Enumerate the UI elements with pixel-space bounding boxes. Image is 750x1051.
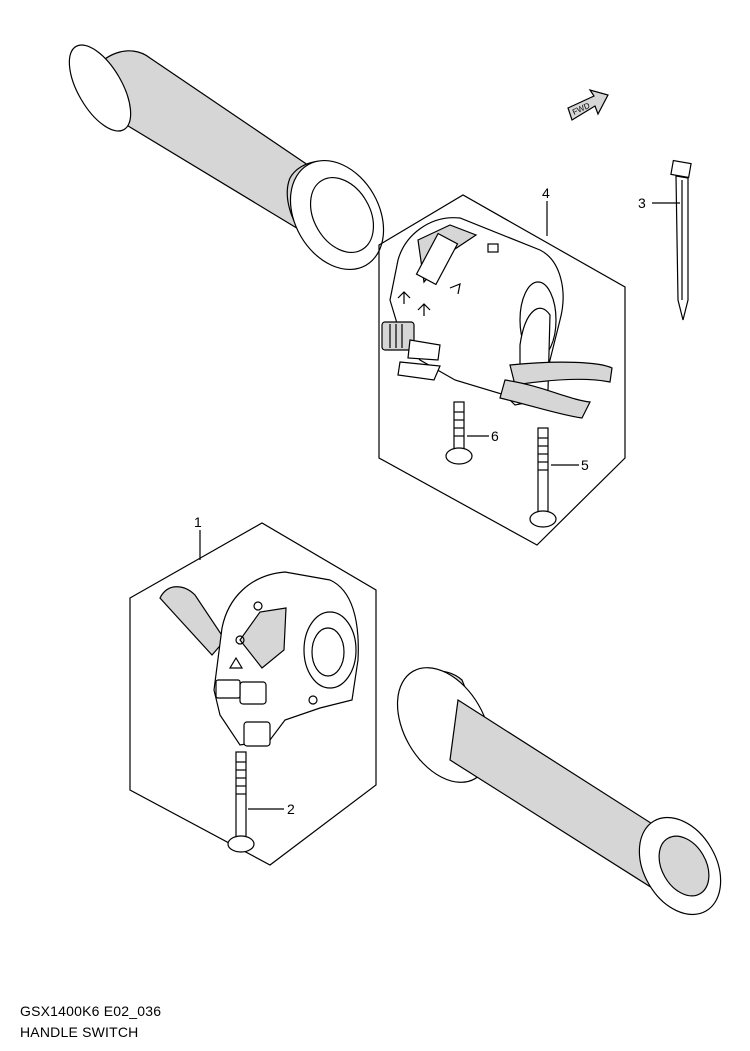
left-switch-group: 1 xyxy=(129,514,377,866)
fwd-arrow-icon: FWD xyxy=(567,88,609,121)
diagram-title: HANDLE SWITCH xyxy=(20,1024,139,1040)
right-switch-group: 4 xyxy=(378,185,626,546)
left-grip xyxy=(68,44,385,271)
callout-1: 1 xyxy=(194,514,202,530)
screw-6 xyxy=(445,401,473,465)
screw-5 xyxy=(529,427,557,528)
cable-tie xyxy=(670,159,692,321)
right-grip xyxy=(396,667,722,916)
callout-2: 2 xyxy=(287,801,295,817)
callout-4: 4 xyxy=(542,185,550,201)
callout-3: 3 xyxy=(638,195,646,211)
callout-5: 5 xyxy=(581,457,589,473)
diagram-code: GSX1400K6 E02_036 xyxy=(20,1003,162,1019)
screw-2 xyxy=(227,751,255,853)
callout-6: 6 xyxy=(491,428,499,444)
